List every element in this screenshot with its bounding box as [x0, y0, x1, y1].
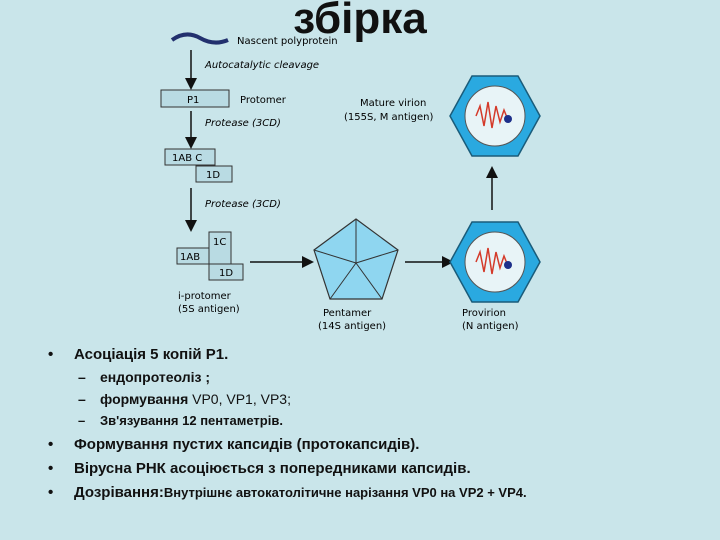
bullet-1: • Асоціація 5 копій Р1. [40, 345, 680, 364]
bullet-marker: • [48, 484, 54, 501]
pentamer-sub: (14S antigen) [318, 321, 386, 332]
bullet-list: • Асоціація 5 копій Р1. – ендопротеоліз … [40, 340, 680, 502]
dash-marker: – [78, 369, 86, 385]
bullet-3: • Вірусна РНК асоціюється з попередникам… [40, 459, 680, 478]
bullet-4: • Дозрівання:Внутрішнє автокатолітичне н… [40, 483, 680, 502]
p1-box-label: P1 [187, 95, 199, 106]
bullet-4-rest: Внутрішнє автокатолітичне нарізання VP0 … [163, 485, 527, 500]
mature-virion-shape [449, 75, 541, 157]
sub-bullet-1-bold: ендопротеоліз ; [100, 369, 211, 385]
assembly-diagram: Nascent polyprotein Autocatalytic cleava… [160, 32, 541, 332]
i-protomer-sub: (5S antigen) [178, 304, 240, 315]
bullet-3-bold: Вірусна РНК асоціюється з попередниками … [74, 460, 471, 477]
provirion-label: Provirion [462, 308, 506, 319]
box-1c-label: 1C [213, 237, 226, 248]
box-1d-b [208, 263, 244, 281]
nascent-polyprotein-label: Nascent polyprotein [237, 36, 338, 47]
sub-bullet-3-bold: Зв'язування 12 пентаметрів. [100, 413, 283, 428]
sub-bullet-2: – формування VP0, VP1, VP3; [40, 390, 680, 408]
bullet-1-bold: Асоціація 5 копій Р1. [74, 346, 229, 363]
bullet-marker: • [48, 346, 54, 363]
sub-bullet-2-rest: VP0, VP1, VP3; [192, 391, 291, 407]
bullet-4-bold: Дозрівання: [74, 484, 164, 501]
sub-bullet-2-bold: формування [100, 391, 193, 407]
pentamer-shape [313, 218, 399, 300]
box-1d-a-label: 1D [206, 170, 220, 181]
box-1d-b-label: 1D [219, 268, 233, 279]
provirion-sub: (N antigen) [462, 321, 519, 332]
dash-marker: – [78, 391, 86, 407]
i-protomer-label: i-protomer [178, 291, 232, 302]
bullet-2: • Формування пустих капсидів (протокапси… [40, 435, 680, 454]
box-1d-a [195, 165, 233, 183]
mature-virion-label: Mature virion [360, 98, 426, 109]
protomer-label: Protomer [240, 95, 287, 106]
box-1abc [164, 148, 216, 166]
slide-title: збірка [293, 0, 427, 43]
autocatalytic-cleavage-label: Autocatalytic cleavage [204, 60, 319, 71]
box-1ab-label: 1AB [180, 252, 200, 263]
mature-virion-sub: (155S, M antigen) [344, 112, 434, 123]
sub-bullet-3: – Зв'язування 12 пентаметрів. [40, 412, 680, 430]
pentamer-label: Pentamer [323, 308, 372, 319]
protease-label-2: Protease (3CD) [205, 199, 281, 210]
sub-bullet-1: – ендопротеоліз ; [40, 368, 680, 386]
bullet-2-bold: Формування пустих капсидів (протокапсиді… [74, 436, 420, 453]
protease-label-1: Protease (3CD) [205, 118, 281, 129]
box-1abc-label: 1AB C [172, 153, 202, 164]
p1-box [160, 89, 230, 108]
bullet-marker: • [48, 436, 54, 453]
bullet-marker: • [48, 460, 54, 477]
provirion-shape [449, 221, 541, 303]
polyprotein-wave [170, 32, 229, 45]
dash-marker: – [78, 413, 86, 428]
